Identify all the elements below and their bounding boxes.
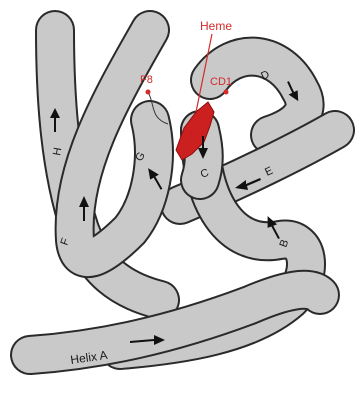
f8-marker bbox=[146, 90, 151, 95]
helix-d-e-loop-tube bbox=[210, 57, 305, 135]
f8-label: F8 bbox=[140, 74, 153, 86]
cd1-marker bbox=[224, 90, 229, 95]
cd1-label: CD1 bbox=[210, 76, 232, 88]
helix-f-g-tube bbox=[75, 30, 154, 258]
heme-label: Heme bbox=[200, 19, 232, 33]
